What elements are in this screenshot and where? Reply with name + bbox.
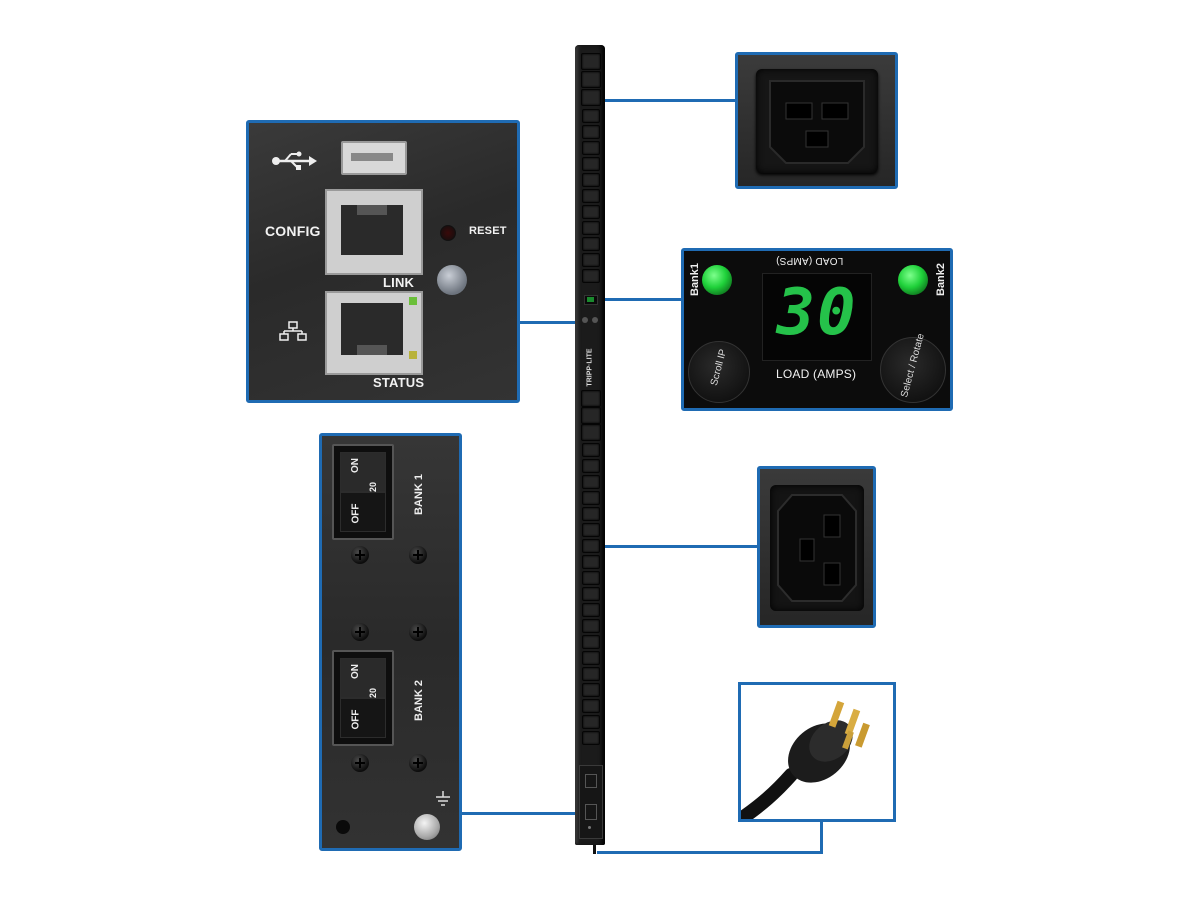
c13-outlet xyxy=(582,157,600,171)
load-label: LOAD (AMPS) xyxy=(776,367,857,381)
screw xyxy=(351,623,369,641)
bank2-led-label: Bank2 xyxy=(935,262,947,296)
c19-outlet xyxy=(581,53,601,70)
c13-outlet xyxy=(582,491,600,505)
c13-outlet xyxy=(582,189,600,203)
c13-outlet xyxy=(582,619,600,633)
c13-outlet xyxy=(582,683,600,697)
network-panel-callout: CONFIG RESET LINK STATUS xyxy=(246,120,520,403)
c13-outlet xyxy=(582,667,600,681)
config-label: CONFIG xyxy=(265,223,321,239)
mount-hole xyxy=(336,820,350,834)
c19-outlet xyxy=(581,71,601,88)
bank1-led-label: Bank1 xyxy=(689,262,701,296)
twist-lock-plug-icon xyxy=(741,700,870,819)
c13-outlet xyxy=(582,237,600,251)
breaker-panel-callout: ON 20 OFF BANK 1 ON 20 OFF BANK 2 xyxy=(319,433,462,851)
c13-outlet xyxy=(582,125,600,139)
connector-display xyxy=(603,298,683,301)
c13-outlet xyxy=(582,651,600,665)
c13-outlet xyxy=(582,587,600,601)
screw xyxy=(351,754,369,772)
bank2-label: BANK 2 xyxy=(413,680,425,721)
c19-outlet-face xyxy=(756,69,878,173)
c13-outlet xyxy=(582,539,600,553)
scroll-ip-button[interactable]: Scroll IP xyxy=(688,341,750,403)
bank1-label: BANK 1 xyxy=(413,474,425,515)
bank2-breaker[interactable]: ON 20 OFF xyxy=(332,650,394,746)
ground-screw xyxy=(414,814,440,840)
status-label: STATUS xyxy=(373,375,425,390)
c13-outlet xyxy=(582,475,600,489)
link-label: LINK xyxy=(383,275,415,290)
c19-outlet xyxy=(581,89,601,106)
c13-outlet xyxy=(582,635,600,649)
c19-outlet xyxy=(581,424,601,441)
c13-outlet xyxy=(582,555,600,569)
pdu-strip: TRIPP·LITE xyxy=(575,45,605,845)
screw xyxy=(351,546,369,564)
c13-outlet xyxy=(582,731,600,745)
bank1-breaker[interactable]: ON 20 OFF xyxy=(332,444,394,540)
ground-icon xyxy=(434,790,452,813)
connector-plug-v xyxy=(820,821,823,854)
usb-icon xyxy=(271,151,317,176)
pdu-logo: TRIPP·LITE xyxy=(586,348,594,387)
load-display-screen: 30 xyxy=(762,273,872,361)
c19-receptacle-icon xyxy=(769,80,865,164)
c13-outlet xyxy=(582,253,600,267)
pdu-mini-display xyxy=(584,295,598,305)
c19-outlet-callout xyxy=(735,52,898,189)
c13-outlet xyxy=(582,221,600,235)
c13-outlet-face xyxy=(770,485,864,611)
c13-outlet xyxy=(582,699,600,713)
pdu-input-module xyxy=(579,765,603,839)
c13-outlet-callout xyxy=(757,466,876,628)
connector-breakers xyxy=(462,812,577,815)
connector-plug-h xyxy=(597,851,823,854)
network-icon xyxy=(279,321,307,346)
c19-outlet xyxy=(581,407,601,424)
screw xyxy=(409,546,427,564)
c13-outlet xyxy=(582,715,600,729)
c13-outlet xyxy=(582,141,600,155)
c13-outlet xyxy=(582,109,600,123)
c13-outlet xyxy=(582,269,600,283)
c13-outlet xyxy=(582,523,600,537)
c13-receptacle-icon xyxy=(777,494,857,602)
load-display-callout: Bank1 Bank2 LOAD (AMPS) 30 LOAD (AMPS) S… xyxy=(681,248,953,411)
load-label-mirrored: LOAD (AMPS) xyxy=(776,255,844,266)
reset-button[interactable] xyxy=(440,225,456,241)
usb-port[interactable] xyxy=(341,141,407,175)
screw xyxy=(409,623,427,641)
c19-outlet xyxy=(581,390,601,407)
config-ethernet-port[interactable] xyxy=(325,189,423,275)
c13-outlet xyxy=(582,603,600,617)
connector-c19 xyxy=(603,99,737,102)
bank1-led xyxy=(702,265,732,295)
c13-outlet xyxy=(582,507,600,521)
c13-outlet xyxy=(582,205,600,219)
reset-label: RESET xyxy=(469,225,507,237)
plug-callout xyxy=(738,682,896,822)
c13-outlet xyxy=(582,173,600,187)
screw xyxy=(409,754,427,772)
load-reading: 30 xyxy=(776,276,858,350)
c13-outlet xyxy=(582,571,600,585)
pdu-mini-buttons xyxy=(582,317,598,327)
bank2-led xyxy=(898,265,928,295)
select-rotate-button[interactable]: Select / Rotate xyxy=(880,332,946,403)
link-led xyxy=(437,265,467,295)
c13-outlet xyxy=(582,443,600,457)
status-ethernet-port[interactable] xyxy=(325,291,423,375)
connector-c13 xyxy=(603,545,759,548)
connector-network-panel xyxy=(519,321,577,324)
c13-outlet xyxy=(582,459,600,473)
